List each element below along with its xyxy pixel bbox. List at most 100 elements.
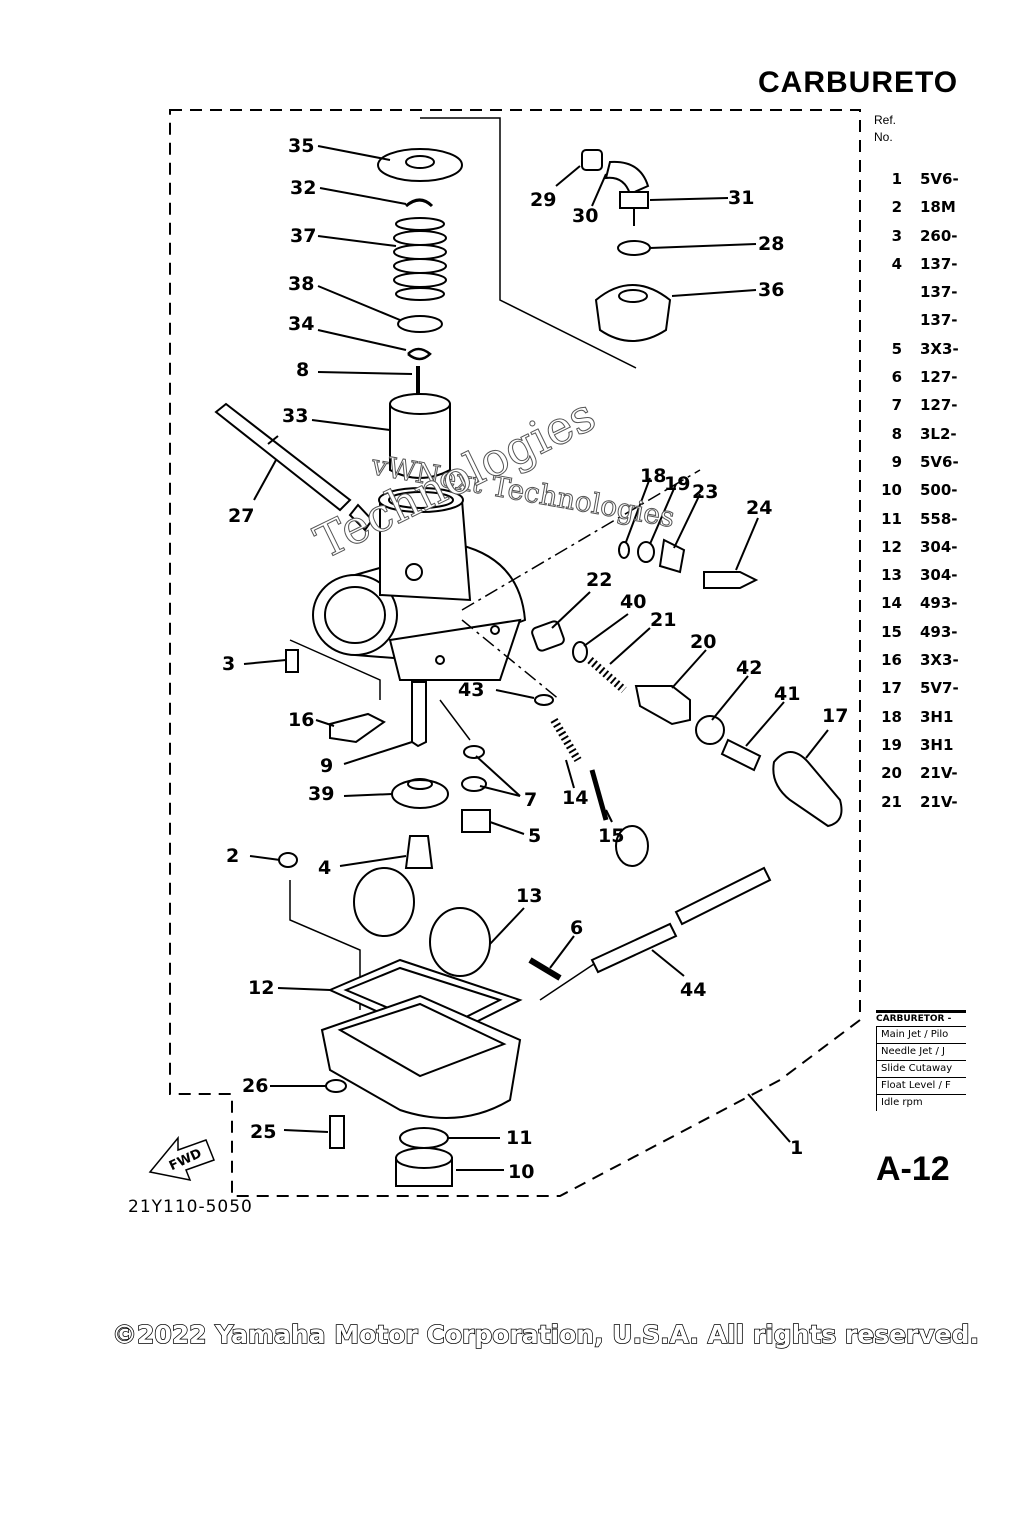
callout-numbers: 35 32 37 38 34 8 33 27 29 30 31 28 36 18…	[167, 135, 848, 1183]
callout-16: 16	[288, 709, 314, 731]
callout-36: 36	[758, 279, 784, 301]
callout-28: 28	[758, 233, 784, 255]
float-13a	[353, 867, 415, 937]
cap-36	[594, 284, 672, 342]
part-number: 3H1	[920, 707, 954, 726]
callout-33: 33	[282, 405, 308, 427]
ref-table-row: 4 137-	[880, 251, 960, 279]
callout-3: 3	[222, 653, 235, 675]
ref-number: 13	[881, 566, 902, 585]
part-number: 21V-	[920, 792, 958, 811]
callout-21: 21	[650, 609, 676, 631]
spec-row: Idle rpm	[876, 1094, 966, 1111]
ref-table-row: 18 3H1	[880, 704, 960, 732]
ref-number: 12	[881, 537, 902, 556]
spec-box-title: CARBURETOR -	[876, 1010, 966, 1026]
callout-38: 38	[288, 273, 314, 295]
ref-number: 8	[891, 424, 902, 443]
ref-number: 15	[881, 622, 902, 641]
callout-10: 10	[508, 1161, 534, 1183]
callout-12: 12	[248, 977, 274, 999]
callout-25: 25	[250, 1121, 276, 1143]
part-number: 493-	[920, 594, 958, 613]
callout-15: 15	[598, 825, 624, 847]
carburetor-body	[312, 487, 527, 681]
callout-30: 30	[572, 205, 598, 227]
part-number: 5V6-	[920, 452, 959, 471]
part-number: 5V7-	[920, 679, 959, 698]
callout-14: 14	[562, 787, 588, 809]
plate-38	[397, 315, 443, 333]
callout-6: 6	[570, 917, 583, 939]
callout-5: 5	[528, 825, 541, 847]
part-number: 3L2-	[920, 424, 957, 443]
part-number: 3H1	[920, 735, 954, 754]
spec-row: Float Level / F	[876, 1077, 966, 1094]
ref-table-row: 5 3X3-	[880, 336, 960, 364]
callout-43: 43	[458, 679, 484, 701]
part-number: 3X3-	[920, 651, 959, 670]
part-number: 137-	[920, 254, 958, 273]
ref-number: 18	[881, 707, 902, 726]
part-number: 137-	[920, 311, 958, 330]
callout-11: 11	[506, 1127, 532, 1149]
ref-number: 10	[881, 481, 902, 500]
ref-number: 16	[881, 651, 902, 670]
callout-32: 32	[290, 177, 316, 199]
callout-19: 19	[664, 473, 690, 495]
spec-row: Slide Cutaway	[876, 1060, 966, 1077]
callout-31: 31	[728, 187, 754, 209]
callout-42: 42	[736, 657, 762, 679]
float-bowl	[320, 994, 522, 1119]
ref-table-row: 137-	[880, 307, 960, 335]
ref-number: 7	[891, 396, 902, 415]
fwd-arrow-icon	[148, 1135, 215, 1182]
part-number: 127-	[920, 396, 958, 415]
no-col-label: No.	[874, 130, 893, 144]
spec-row: Main Jet / Pilo	[876, 1026, 966, 1043]
ref-table-row: 10 500-	[880, 477, 960, 505]
part-number: 500-	[920, 481, 958, 500]
ref-number: 6	[891, 368, 902, 387]
callout-44: 44	[680, 979, 706, 1001]
ref-number: 3	[891, 226, 902, 245]
ref-number: 4	[891, 254, 902, 273]
spec-row: Needle Jet / J	[876, 1043, 966, 1060]
callout-20: 20	[690, 631, 716, 653]
part-number: 18M	[920, 198, 956, 217]
part-number: 3X3-	[920, 339, 959, 358]
callout-40: 40	[620, 591, 646, 613]
ref-number: 5	[891, 339, 902, 358]
callout-35: 35	[288, 135, 314, 157]
ref-table-row: 16 3X3-	[880, 647, 960, 675]
throttle-slide-33	[389, 404, 451, 479]
page-code: A-12	[876, 1150, 950, 1188]
callout-26: 26	[242, 1075, 268, 1097]
ref-number: 21	[881, 792, 902, 811]
callout-18: 18	[640, 465, 666, 487]
part-number: 493-	[920, 622, 958, 641]
callout-13: 13	[516, 885, 542, 907]
assembly-boundary	[169, 109, 861, 1197]
ref-table-row: 21 21V-	[880, 789, 960, 817]
float-13b	[429, 907, 491, 977]
ref-table-header: Ref. No.	[874, 112, 896, 146]
ref-table-row: 137-	[880, 279, 960, 307]
cable-adjuster-17	[772, 751, 843, 828]
callout-17: 17	[822, 705, 848, 727]
ref-number: 14	[881, 594, 902, 613]
callout-37: 37	[290, 225, 316, 247]
ref-number: 20	[881, 764, 902, 783]
